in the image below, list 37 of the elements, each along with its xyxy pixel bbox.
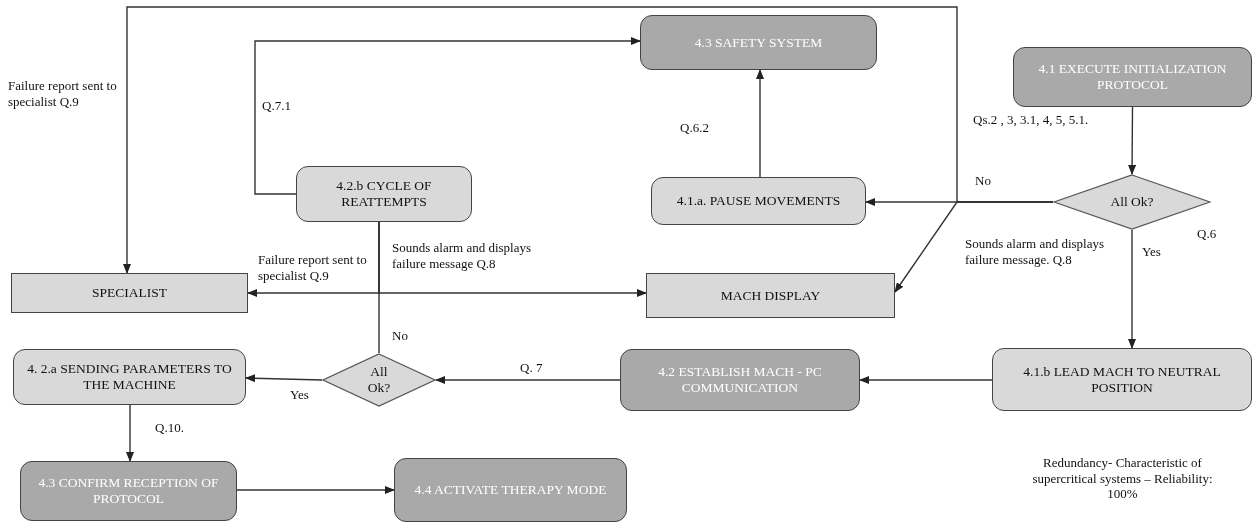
process-box xyxy=(11,273,248,313)
arrow xyxy=(435,376,621,384)
process-box xyxy=(394,458,627,522)
box-label: 4.3 CONFIRM RECEPTION OF PROTOCOL xyxy=(37,475,220,507)
edge-label: Failure report sent to specialist Q.9 xyxy=(8,78,120,110)
arrow xyxy=(859,376,993,384)
box-label: MACH DISPLAY xyxy=(719,287,822,304)
box-label: 4.4 ACTIVATE THERAPY MODE xyxy=(413,482,608,498)
process-box xyxy=(640,15,877,70)
box-label: 4.3 SAFETY SYSTEM xyxy=(693,34,824,51)
arrow xyxy=(894,201,1054,293)
decision-label: All Ok? xyxy=(1109,194,1155,210)
box-label: 4. 2.a SENDING PARAMETERS TO THE MACHINE xyxy=(26,361,233,393)
box-label: 4.1 EXECUTE INITIALIZATION PROTOCOL xyxy=(1037,61,1228,93)
box-label: SPECIALIST xyxy=(91,285,168,301)
arrow xyxy=(756,69,764,178)
decision-label: All Ok? xyxy=(366,364,392,396)
process-box xyxy=(13,349,246,405)
process-box xyxy=(651,177,866,225)
edge-label: Sounds alarm and displays failure message. Q.8 xyxy=(965,236,1107,268)
arrow xyxy=(1128,106,1137,175)
box-label: 4.2.b CYCLE OF REATTEMPTS xyxy=(335,178,433,210)
arrow xyxy=(1128,229,1136,349)
arrow xyxy=(245,374,323,383)
process-box xyxy=(296,166,472,222)
arrow xyxy=(378,221,647,297)
process-box xyxy=(992,348,1252,411)
arrow xyxy=(126,404,134,462)
process-box xyxy=(1013,47,1252,107)
box-label: 4.2 ESTABLISH MACH - PC COMMUNICATION xyxy=(657,364,823,396)
box-label: 4.1.a. PAUSE MOVEMENTS xyxy=(675,193,842,209)
process-box xyxy=(646,273,895,318)
process-box xyxy=(20,461,237,521)
box-label: 4.1.b LEAD MACH TO NEUTRAL POSITION xyxy=(1022,364,1222,395)
arrow xyxy=(236,486,395,494)
process-box xyxy=(620,349,860,411)
arrow xyxy=(254,37,641,195)
